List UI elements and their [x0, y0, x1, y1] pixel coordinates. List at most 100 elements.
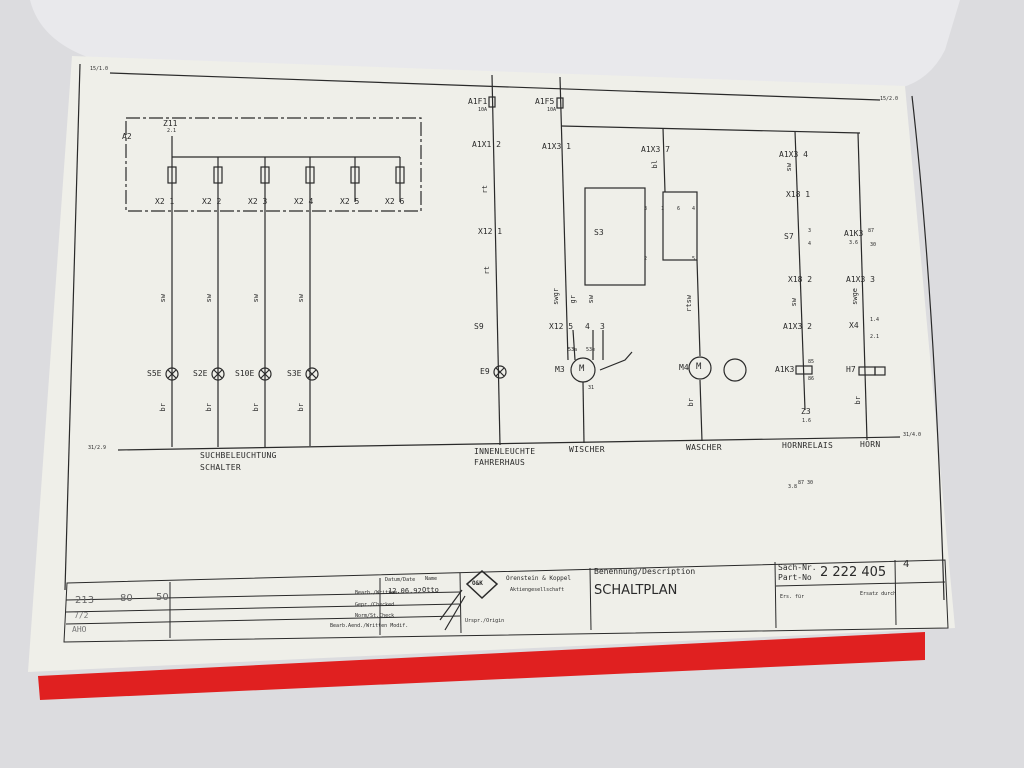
- replaced-by: Ers. für: [780, 594, 805, 600]
- wire-color: bl: [651, 160, 659, 169]
- relay-coil: [795, 365, 813, 375]
- pin: 1.4: [870, 317, 880, 323]
- terminal-label: X18 1: [786, 190, 811, 199]
- signature: [439, 589, 466, 631]
- row-label: Bearb./Written: [355, 590, 398, 596]
- fuse-label: A1F5: [535, 97, 555, 106]
- rail-31-right: 31/4.0: [903, 432, 922, 438]
- terminal-label: A1X3 3: [846, 275, 875, 284]
- terminal-label: 3: [600, 322, 605, 331]
- terminal-label: X2 2: [202, 197, 222, 206]
- ground-ref: 1.6: [802, 418, 812, 424]
- wire-color: br: [854, 396, 862, 405]
- rev-value: 80: [120, 593, 133, 604]
- caption-innenleuchte: INNENLEUCHTE: [474, 447, 536, 456]
- caption-fahrerhaus: FAHRERHAUS: [474, 458, 526, 467]
- a2-box: [125, 117, 422, 212]
- row-label: Bearb.Aend./Written Modif.: [330, 623, 409, 629]
- wire-color: rt: [481, 185, 489, 194]
- drawing-title: SCHALTPLAN: [594, 583, 678, 598]
- caption-schalter: SCHALTER: [200, 463, 241, 472]
- return-color: br: [252, 403, 260, 412]
- motor-label: M3: [555, 365, 565, 374]
- switch-label: S3: [594, 228, 604, 237]
- lamp-label: S5E: [147, 369, 162, 378]
- z11-label: Z11: [163, 119, 178, 128]
- device-label: H7: [846, 365, 856, 374]
- terminal-label: 4: [585, 322, 590, 331]
- lamp-symbols: [165, 365, 507, 381]
- motor-symbol: M: [696, 362, 702, 372]
- rail-15-left: 15/1.0: [90, 66, 109, 72]
- origin-label: Urspr./Origin: [465, 618, 505, 624]
- lamp-label: S10E: [235, 369, 255, 378]
- rev-value: 213: [75, 595, 95, 606]
- paper-sheet: [28, 56, 955, 672]
- pin: 85: [808, 359, 815, 365]
- terminal-label: X12 5: [549, 322, 574, 331]
- pin: 4: [808, 241, 812, 247]
- pin: 6: [677, 206, 681, 212]
- motor-label: M4: [679, 363, 689, 372]
- fuse-rating: 10A: [478, 107, 488, 113]
- caption-wischer: WISCHER: [569, 445, 605, 454]
- washer-motor: [688, 356, 712, 380]
- a2-label: A2: [122, 132, 132, 141]
- pin: 4: [692, 206, 696, 212]
- motor-pin: 53e: [586, 347, 596, 353]
- return-color: br: [205, 403, 213, 412]
- part-label-de: Sach-Nr.: [778, 563, 817, 572]
- wire-color: sw: [587, 295, 595, 304]
- drawn-name: Otto: [422, 586, 439, 594]
- wire-color: rt: [483, 266, 491, 275]
- lamp-label: E9: [480, 367, 490, 376]
- company-name: Orenstein & Koppel: [506, 575, 572, 582]
- contact-ref: 3.6: [849, 240, 859, 246]
- terminal-label: A1X3 4: [779, 150, 808, 159]
- part-label-en: Part-No: [778, 573, 812, 582]
- ok-logo-text: O&K: [472, 580, 483, 587]
- pin: 2: [644, 256, 648, 262]
- terminal-label: A1X3 2: [783, 322, 812, 331]
- lamp-label: S3E: [287, 369, 302, 378]
- terminal-label: A1X3 7: [641, 145, 670, 154]
- replaced-for: Ersatz durch: [860, 591, 897, 597]
- pin: 3: [808, 228, 812, 234]
- a2-columns: [167, 157, 405, 447]
- header-date: Datum/Date: [385, 577, 416, 583]
- wire-color: sw: [785, 163, 793, 172]
- contact-label: A1K3: [844, 229, 864, 238]
- caption-wascher: WASCHER: [686, 443, 722, 452]
- header-name: Name: [425, 576, 438, 582]
- feed-bus: [560, 125, 861, 134]
- wire-color: sw: [790, 298, 798, 307]
- caption-hornrelais: HORNRELAIS: [782, 441, 834, 450]
- ok-logo: [465, 570, 499, 600]
- fuse-label: A1F1: [468, 97, 488, 106]
- plug-label: X4: [849, 321, 859, 330]
- lamp-label: S2E: [193, 369, 208, 378]
- terminal-label: X18 2: [788, 275, 813, 284]
- contact-ref-pins: 87 30: [798, 480, 814, 486]
- rail-15-line: [109, 72, 881, 101]
- wire-color: rtsw: [685, 295, 693, 312]
- motor-pin: 31: [588, 385, 595, 391]
- red-cover: [38, 632, 925, 700]
- z11-ref: 2.1: [167, 128, 177, 134]
- wire-color: sw: [252, 294, 260, 303]
- part-number: 2 222 405: [820, 565, 887, 580]
- terminal-label: X2 6: [385, 197, 405, 206]
- ground-label: Z3: [801, 407, 811, 416]
- pin: 1: [661, 206, 665, 212]
- wire-color: sw: [205, 294, 213, 303]
- return-color: br: [159, 403, 167, 412]
- pin: 2.1: [870, 334, 880, 340]
- row-label: Gepr./Checked: [355, 602, 395, 608]
- wire-color: swgr: [552, 288, 560, 305]
- caption-horn: HORN: [860, 440, 881, 449]
- pin: 3: [644, 206, 648, 212]
- washer-pump: [723, 358, 747, 382]
- rev-row: 7/2: [74, 611, 89, 620]
- pin: 30: [870, 242, 877, 248]
- sheet-number: 4: [903, 559, 910, 570]
